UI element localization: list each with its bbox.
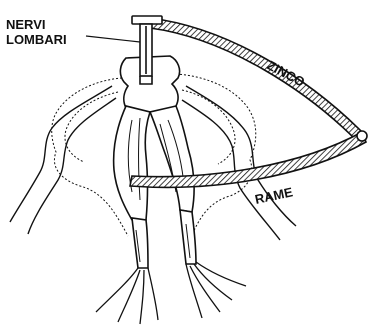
- label-zinco: ZINCO: [265, 57, 308, 89]
- frog-feet: [96, 262, 246, 324]
- label-lombari: LOMBARI: [6, 32, 67, 47]
- frog-right-thigh: [150, 106, 194, 212]
- metal-junction: [357, 131, 367, 141]
- frog-legs: [114, 56, 196, 268]
- label-nervi: NERVI: [6, 17, 46, 32]
- nerve-leader-line: [86, 36, 140, 42]
